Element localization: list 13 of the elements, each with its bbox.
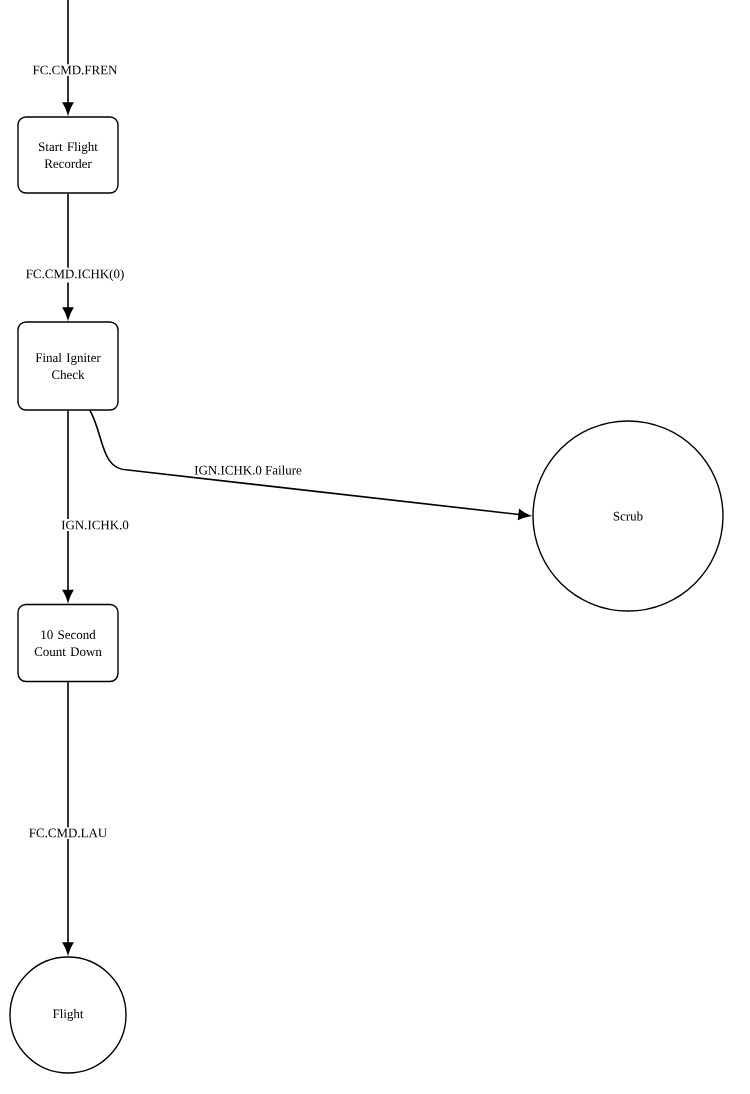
state-box: Final Igniter Check (17, 321, 119, 411)
arrow (62, 192, 74, 320)
state-box: Start Flight Recorder (17, 116, 119, 194)
edge-label: FC.CMD.LAU (27, 827, 109, 839)
edge-label: FC.CMD.ICHK(0) (24, 267, 126, 283)
edge-label: IGN.ICHK.0 Failure (192, 463, 304, 477)
edge-label: IGN.ICHK.0 (59, 519, 131, 531)
arrow (62, 0, 74, 115)
arrow (89, 409, 531, 520)
arrow (62, 409, 74, 602)
arrow (62, 681, 74, 955)
edge-label: FC.CMD.FREN (31, 64, 119, 76)
state-box: 10 Second Count Down (17, 603, 119, 683)
